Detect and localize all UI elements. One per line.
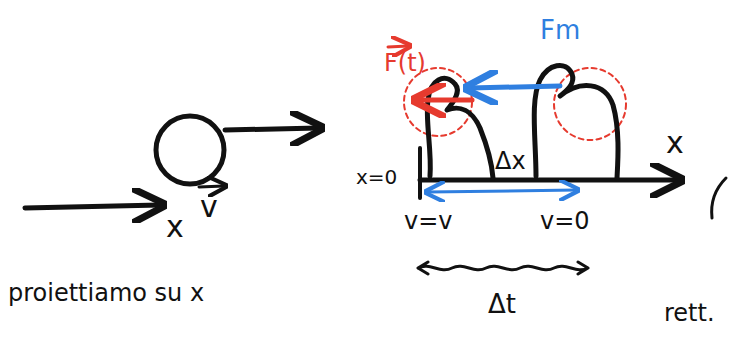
hand xyxy=(427,78,493,178)
x-axis xyxy=(420,178,678,183)
force-arrow xyxy=(418,98,472,103)
velocity-label: v=v xyxy=(404,208,453,234)
force-label: Fm xyxy=(540,16,580,45)
note: proiettiamo su x xyxy=(8,280,204,306)
axis-label: x xyxy=(166,210,184,243)
position-label: x=0 xyxy=(356,166,397,188)
axis-label: x xyxy=(666,126,684,159)
ball xyxy=(156,116,224,184)
velocity-label: v=0 xyxy=(540,208,590,234)
time-label: Δt xyxy=(488,290,516,319)
x-axis xyxy=(25,205,160,208)
vector-mark xyxy=(388,46,408,47)
force-label: F(t) xyxy=(384,50,426,76)
bracket xyxy=(712,178,726,218)
displacement-arrow xyxy=(428,190,576,192)
vector-mark xyxy=(199,186,224,187)
note: rett. xyxy=(664,300,715,326)
hand xyxy=(534,65,618,178)
vector-label: v xyxy=(200,190,218,223)
time-interval xyxy=(418,262,588,274)
force-arrow xyxy=(470,86,560,88)
displacement-label: Δx xyxy=(495,148,526,174)
velocity-arrow xyxy=(225,128,318,130)
origin-tick xyxy=(418,148,422,198)
